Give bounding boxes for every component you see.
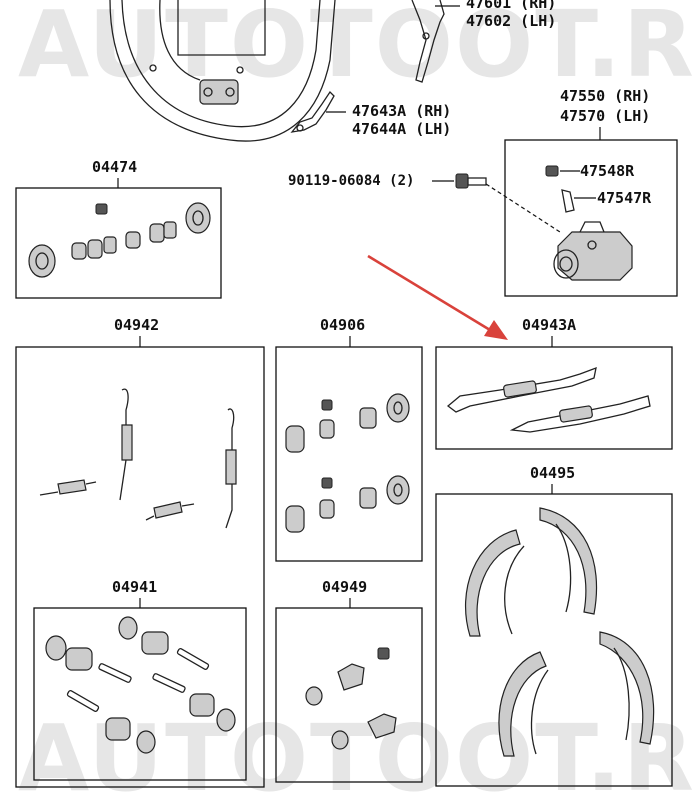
callout-47643a: 47643A (RH): [352, 102, 451, 120]
kit-04495-box: [435, 493, 673, 787]
kit-04942-box: [15, 346, 265, 788]
parking-lever-part: [411, 0, 460, 83]
callout-47548r: 47548R: [580, 162, 635, 180]
callout-47644a: 47644A (LH): [352, 120, 451, 138]
backing-plate: [109, 0, 336, 142]
kit-04941-box: [33, 607, 247, 781]
kit-04949-parts: [305, 647, 397, 750]
wheel-cylinder-part: [545, 165, 633, 281]
highlight-arrow: [367, 254, 508, 340]
kit-04906-label: 04906: [320, 316, 365, 334]
kit-04906-parts: [285, 393, 410, 533]
kit-04474-box: [15, 187, 222, 299]
strut-part: [290, 90, 346, 133]
watermark-bottom: AUTOTOOT.RU: [18, 705, 696, 800]
kit-04943a-label: 04943A: [522, 316, 576, 334]
callout-90119: 90119-06084 (2): [288, 173, 414, 189]
kit-04474-parts: [28, 202, 211, 278]
kit-04943a-adjusters: [446, 366, 651, 433]
kit-04941-label: 04941: [112, 578, 157, 596]
callout-47547r: 47547R: [597, 189, 652, 207]
callout-47602: 47602 (LH): [466, 12, 556, 30]
callout-47550: 47550 (RH): [560, 87, 650, 105]
watermark-top: AUTOTOOT.RU: [18, 0, 696, 98]
kit-04942-springs: [39, 388, 237, 529]
callout-47570: 47570 (LH): [560, 107, 650, 125]
kit-04949-box: [275, 607, 423, 783]
kit-04941-parts: [45, 616, 236, 754]
bolt-part: [455, 173, 487, 189]
kit-04942-label: 04942: [114, 316, 159, 334]
callout-47601: 47601 (RH): [466, 0, 556, 12]
kit-04474-label: 04474: [92, 158, 137, 176]
kit-04943a-box: [435, 346, 673, 450]
kit-04906-box: [275, 346, 423, 562]
kit-04495-shoes: [465, 507, 655, 757]
kit-04495-label: 04495: [530, 464, 575, 482]
kit-04949-label: 04949: [322, 578, 367, 596]
wheel-cylinder-box: [504, 139, 678, 297]
